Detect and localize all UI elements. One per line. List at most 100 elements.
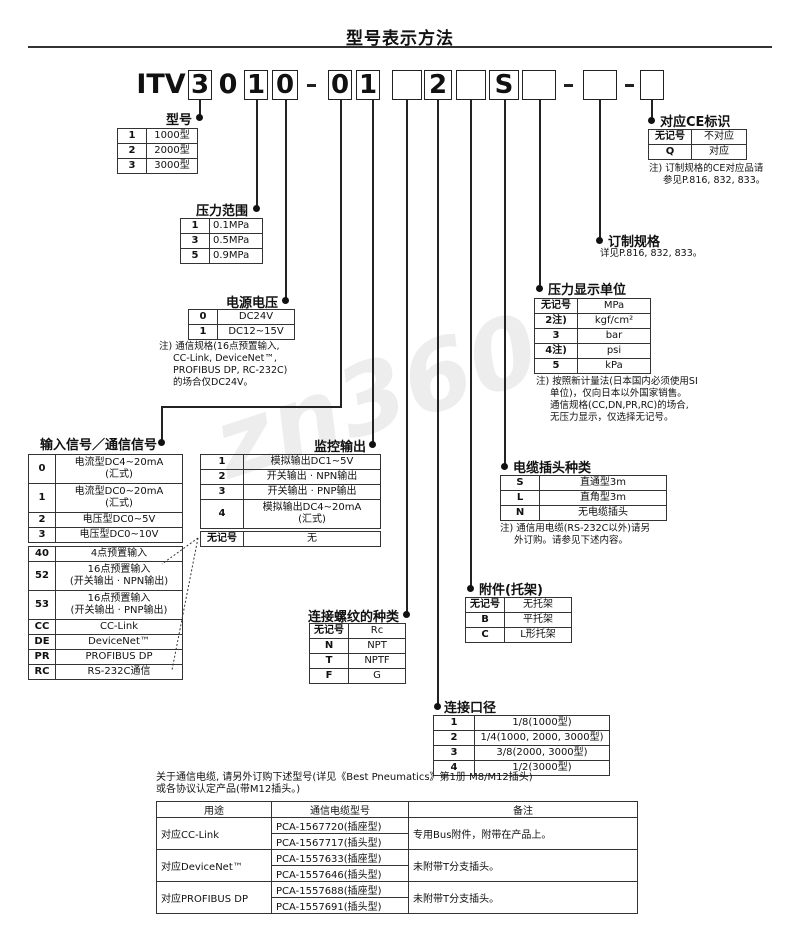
input-key: CC bbox=[28, 619, 56, 635]
thread-label: 连接螺纹的种类 bbox=[308, 610, 400, 625]
cable-key: L bbox=[500, 490, 540, 506]
dot bbox=[369, 441, 376, 448]
cable-key: S bbox=[500, 475, 540, 491]
monitor-key: 2 bbox=[200, 469, 244, 485]
custom-note: 详见P.816, 832, 833。 bbox=[600, 248, 703, 259]
pressure-key: 3 bbox=[180, 233, 210, 249]
port-key: 4 bbox=[433, 760, 475, 776]
power-label: 电源电压 bbox=[226, 296, 279, 311]
port-value: 3/8(2000, 3000型) bbox=[474, 745, 610, 761]
monitor-value: 开关输出 · NPN输出 bbox=[243, 469, 381, 485]
bracket-value: L形托架 bbox=[504, 627, 572, 643]
table-row: 对应DeviceNet™ PCA-1557633(插座型) 未附带T分支插头。 bbox=[156, 849, 638, 882]
unit-key: 4注) bbox=[534, 343, 578, 359]
port-value: 1/4(1000, 2000, 3000型) bbox=[474, 730, 610, 746]
code-digit: 0 bbox=[218, 69, 238, 100]
unit-label: 压力显示单位 bbox=[548, 283, 627, 298]
code-dash bbox=[625, 84, 634, 87]
bracket-label: 附件(托架) bbox=[479, 583, 543, 598]
cell-remark: 未附带T分支插头。 bbox=[408, 849, 638, 882]
input-label: 输入信号／通信信号 bbox=[40, 438, 158, 453]
port-label: 连接口径 bbox=[444, 701, 497, 716]
input-value: 16点预置输入(开关输出 · NPN输出) bbox=[55, 561, 183, 591]
thread-value: NPT bbox=[348, 638, 406, 654]
input-value: 电流型DC0~20mA(汇式) bbox=[55, 483, 183, 513]
cell-use: 对应DeviceNet™ bbox=[156, 849, 272, 882]
monitor-value: 模拟输出DC4~20mA(汇式) bbox=[243, 499, 381, 529]
code-box-cable: S bbox=[489, 70, 519, 100]
cell-remark: 专用Bus附件，附带在产品上。 bbox=[408, 817, 638, 850]
input-key: DE bbox=[28, 634, 56, 650]
power-key: 0 bbox=[188, 309, 218, 325]
table-row: 对应PROFIBUS DP PCA-1557688(插座型) 未附带T分支插头。 bbox=[156, 881, 638, 914]
input-key: 52 bbox=[28, 561, 56, 591]
port-value: 1/2(3000型) bbox=[474, 760, 610, 776]
bracket-value: 平托架 bbox=[504, 612, 572, 628]
dot bbox=[467, 585, 474, 592]
unit-value: MPa bbox=[577, 298, 651, 314]
ce-key: Q bbox=[648, 144, 692, 160]
table-row: PCA-1557691(插头型) bbox=[157, 897, 638, 914]
custom-label: 订制规格 bbox=[608, 235, 661, 250]
unit-value: kPa bbox=[577, 358, 651, 374]
power-value: DC12~15V bbox=[217, 324, 295, 340]
monitor-label: 监控输出 bbox=[314, 440, 367, 455]
table-row: 对应CC-Link PCA-1567720(插座型) 专用Bus附件，附带在产品… bbox=[156, 817, 638, 850]
dot bbox=[648, 117, 655, 124]
dot bbox=[501, 463, 508, 470]
cell-use: 对应CC-Link bbox=[156, 817, 272, 850]
unit-key: 5 bbox=[534, 358, 578, 374]
unit-note: 注) 按照新计量法(日本国内必须使用SI 单位)，仅向日本以外国家销售。 通信规… bbox=[536, 376, 698, 423]
monitor-key: 3 bbox=[200, 484, 244, 500]
cable-key: N bbox=[500, 505, 540, 521]
dot bbox=[434, 703, 441, 710]
input-key: 2 bbox=[28, 512, 56, 528]
pressure-value: 0.9MPa bbox=[209, 248, 263, 264]
bracket-value: 无托架 bbox=[504, 597, 572, 613]
cable-value: 直角型3m bbox=[539, 490, 667, 506]
page-title: 型号表示方法 bbox=[346, 29, 454, 49]
cable-info-table: 用途 通信电缆型号 备注 对应CC-Link PCA-1567720(插座型) … bbox=[156, 801, 638, 914]
ce-value: 对应 bbox=[691, 144, 747, 160]
code-prefix: ITV bbox=[136, 69, 186, 100]
ce-label: 对应CE标识 bbox=[660, 115, 731, 130]
monitor-key: 4 bbox=[200, 499, 244, 529]
code-box-ce bbox=[640, 70, 664, 100]
dot bbox=[536, 285, 543, 292]
ce-note: 注) 订制规格的CE对应品请 参见P.816, 832, 833。 bbox=[649, 163, 766, 186]
code-box-input-b: 1 bbox=[356, 70, 380, 100]
dot bbox=[253, 205, 260, 212]
model-key: 1 bbox=[117, 128, 147, 144]
bracket-key: B bbox=[465, 612, 505, 628]
cell-model: PCA-1557633(插座型) bbox=[271, 849, 409, 866]
port-key: 2 bbox=[433, 730, 475, 746]
dot bbox=[282, 297, 289, 304]
port-key: 1 bbox=[433, 715, 475, 731]
dot bbox=[196, 114, 203, 121]
thread-key: 无记号 bbox=[309, 623, 349, 639]
header-remark: 备注 bbox=[408, 801, 638, 818]
input-key: PR bbox=[28, 649, 56, 665]
power-value: DC24V bbox=[217, 309, 295, 325]
cell-model: PCA-1557688(插座型) bbox=[271, 881, 409, 898]
monitor-value: 模拟输出DC1~5V bbox=[243, 454, 381, 470]
code-box-bracket bbox=[456, 70, 486, 100]
thread-key: T bbox=[309, 653, 349, 669]
unit-value: kgf/cm² bbox=[577, 313, 651, 329]
input-key: 1 bbox=[28, 483, 56, 513]
thread-key: N bbox=[309, 638, 349, 654]
port-key: 3 bbox=[433, 745, 475, 761]
dot bbox=[403, 611, 410, 618]
model-value: 1000型 bbox=[146, 128, 198, 144]
monitor-value: 无 bbox=[243, 531, 381, 547]
ce-value: 不对应 bbox=[691, 129, 747, 145]
model-value: 2000型 bbox=[146, 143, 198, 159]
code-box-input-a: 0 bbox=[328, 70, 352, 100]
